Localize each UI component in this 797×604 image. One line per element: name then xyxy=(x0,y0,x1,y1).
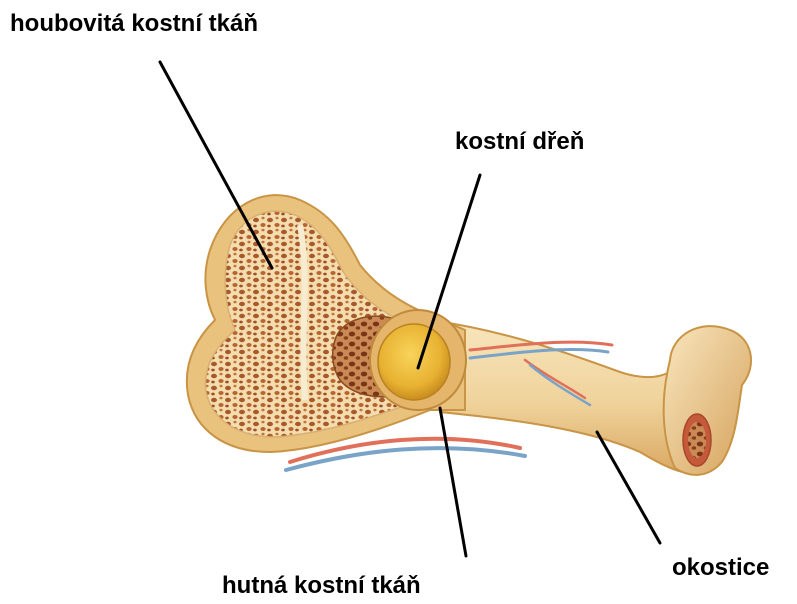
label-compact-bone: hutná kostní tkáň xyxy=(222,574,421,598)
label-bone-marrow: kostní dřeň xyxy=(455,130,584,154)
bone-marrow-core xyxy=(378,324,450,400)
leader-line-compact xyxy=(440,408,466,556)
label-spongy-bone: houbovitá kostní tkáň xyxy=(10,12,258,36)
label-periosteum: okostice xyxy=(672,556,769,580)
